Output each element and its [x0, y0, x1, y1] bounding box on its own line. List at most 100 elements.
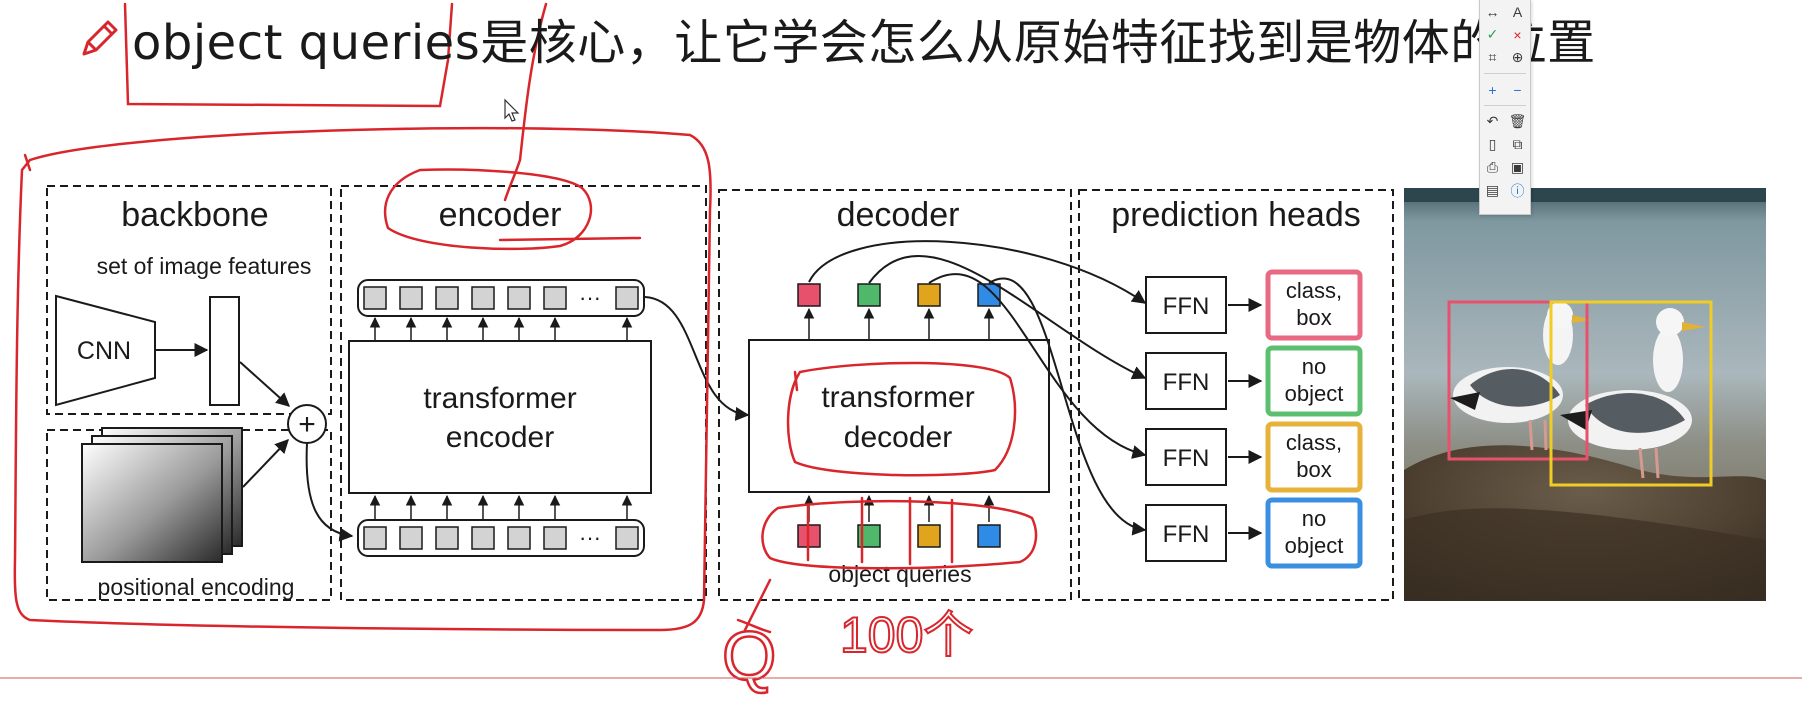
ffn-block: [1145, 352, 1227, 410]
encoder-output-token: [435, 286, 459, 310]
prediction-output: [1265, 421, 1363, 493]
encoder-top-ellipsis: ···: [579, 285, 601, 310]
heads-box: [1078, 189, 1394, 601]
prediction-label: class,: [1286, 278, 1342, 303]
encoder-bottom-ellipsis: ···: [579, 525, 601, 550]
encoder-input-token: [507, 526, 531, 550]
prediction-label: class,: [1286, 430, 1342, 455]
page-heading: object queries是核心，让它学会怎么从原始特征找到是物体的位置: [78, 8, 1596, 71]
transformer-encoder-block: [348, 340, 652, 494]
backbone-box: [46, 185, 332, 415]
zoom-icon[interactable]: ⊕: [1511, 49, 1524, 65]
ffn-block: [1145, 428, 1227, 486]
toolbar-row: ⎙▣: [1480, 156, 1530, 179]
encoder-output-token: [615, 286, 639, 310]
decoder-output-token: [797, 283, 821, 307]
encoder-input-token: [543, 526, 567, 550]
trash-icon[interactable]: 🗑: [1508, 113, 1527, 129]
info-icon[interactable]: ⓘ: [1510, 182, 1525, 199]
heading-text: object queries是核心，让它学会怎么从原始特征找到是物体的位置: [132, 15, 1596, 71]
encoder-output-token: [471, 286, 495, 310]
toolbar-row: ⌗⊕: [1480, 46, 1530, 69]
encoder-input-token: [615, 526, 639, 550]
toolbar-row: ↔A: [1480, 0, 1530, 23]
prediction-output: [1265, 497, 1363, 569]
positional-encoding-label: positional encoding: [98, 574, 295, 600]
prediction-label: no: [1302, 506, 1326, 531]
prediction-label: box: [1296, 457, 1331, 482]
encoder-output-token: [507, 286, 531, 310]
toolbar-row: +−: [1480, 78, 1530, 101]
decoder-output-token: [857, 283, 881, 307]
transformer-decoder-line1: transformer: [821, 381, 974, 414]
new-page-icon[interactable]: ▯: [1488, 136, 1497, 152]
plus-icon[interactable]: +: [1488, 81, 1497, 98]
undo-icon[interactable]: ↶: [1486, 113, 1499, 129]
copy-icon[interactable]: ⧉: [1512, 136, 1523, 152]
ffn-label: FFN: [1163, 293, 1210, 320]
encoder-top-tokens: [357, 279, 645, 317]
minus-icon[interactable]: −: [1513, 81, 1522, 98]
text-icon[interactable]: A: [1512, 3, 1523, 20]
seagull-photo: [1404, 188, 1766, 601]
decoder-box: [718, 189, 1072, 601]
image-icon[interactable]: ▤: [1485, 182, 1500, 198]
decoder-output-token: [917, 283, 941, 307]
q-annotation: Q: [722, 617, 776, 695]
double-arrow-icon[interactable]: ↔: [1485, 3, 1500, 20]
prediction-label: object: [1285, 381, 1344, 406]
object-queries-label: object queries: [828, 561, 971, 587]
ffn-label: FFN: [1163, 445, 1210, 472]
encoder-input-token: [399, 526, 423, 550]
object-query-token: [917, 524, 941, 548]
detection-box-left: [1447, 300, 1589, 461]
ffn-block: [1145, 504, 1227, 562]
ffn-label: FFN: [1163, 369, 1210, 396]
annotation-toolbar: ↔A✓×⌗⊕+−↶🗑▯⧉⎙▣▤ⓘ: [1479, 0, 1531, 215]
feature-map: [209, 296, 240, 406]
encoder-input-token: [363, 526, 387, 550]
toolbar-separator: [1484, 105, 1526, 106]
toolbar-separator: [1484, 73, 1526, 74]
toolbar-row: ▤ⓘ: [1480, 179, 1530, 202]
prediction-heads-title: prediction heads: [1111, 196, 1361, 234]
prediction-output: [1265, 345, 1363, 417]
encoder-bottom-tokens: [357, 519, 645, 557]
plus-sign: +: [298, 408, 316, 441]
decoder-output-token: [977, 283, 1001, 307]
object-query-token: [977, 524, 1001, 548]
prediction-label: box: [1296, 305, 1331, 330]
decoder-to-ffn-arrows: [808, 240, 1147, 536]
transformer-encoder-line2: encoder: [446, 421, 554, 454]
prediction-output: [1265, 269, 1363, 341]
cnn-label: CNN: [77, 337, 131, 365]
encoder-output-token: [399, 286, 423, 310]
encoder-input-token: [435, 526, 459, 550]
pencil-icon: [82, 20, 118, 56]
positional-encoding-stack: [81, 427, 243, 563]
toolbar-row: ↶🗑: [1480, 110, 1530, 133]
transformer-encoder-line1: transformer: [423, 382, 576, 415]
print-icon[interactable]: ⎙: [1486, 159, 1499, 175]
positional-box: [46, 429, 332, 601]
close-icon[interactable]: ×: [1513, 26, 1522, 43]
object-query-token: [857, 524, 881, 548]
mouse-cursor-icon: [504, 98, 520, 122]
crop-icon[interactable]: ⌗: [1488, 49, 1497, 65]
seagull-right: [1560, 308, 1705, 479]
cnn-block: [55, 294, 156, 407]
backbone-title: backbone: [121, 196, 268, 234]
count-annotation: 100个: [840, 607, 973, 663]
ffn-block: [1145, 276, 1227, 334]
prediction-label: object: [1285, 533, 1344, 558]
save-icon[interactable]: ▣: [1510, 159, 1525, 175]
transformer-decoder-line2: decoder: [844, 421, 952, 454]
red-annotations: [13, 2, 1038, 634]
detection-box-right: [1549, 300, 1713, 487]
check-icon[interactable]: ✓: [1486, 26, 1499, 42]
image-features-label: set of image features: [97, 253, 312, 279]
decoder-title: decoder: [837, 196, 960, 234]
encoder-title: encoder: [439, 196, 562, 234]
toolbar-row: ✓×: [1480, 23, 1530, 46]
